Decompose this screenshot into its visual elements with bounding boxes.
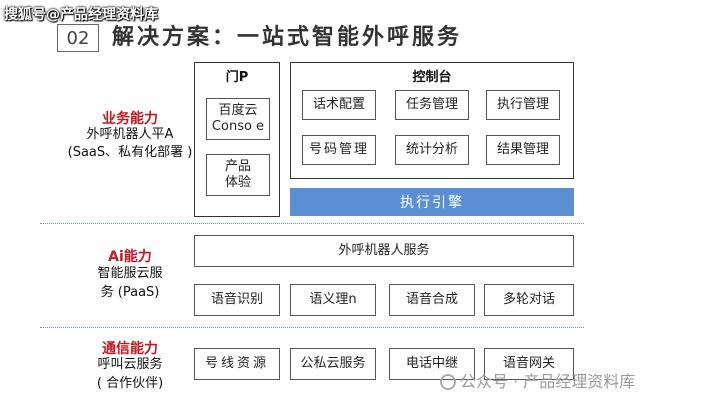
ai-item: 语义理n [290, 284, 376, 316]
telecom-line2: ( 合作伙伴) [96, 376, 164, 391]
console-item: 结果管理 [486, 135, 560, 165]
ai-item: 语音合成 [389, 284, 475, 316]
ai-title: Ai能力 [108, 249, 152, 265]
watermark-top: 搜狐号@产品经理资料库 [4, 7, 158, 23]
layer-separator [40, 327, 584, 328]
console-item: 话术配置 [302, 90, 376, 120]
portal-product-experience: 产品 体验 [206, 154, 270, 196]
console-item: 号码管理 [302, 135, 376, 165]
portal-label: 门P [225, 70, 249, 85]
console-label: 控制台 [412, 70, 452, 85]
page-title: 解决方案：一站式智能外呼服务 [112, 25, 463, 50]
business-line2: (SaaS、私有化部署 ) [67, 145, 193, 160]
telecom-title: 通信能力 [102, 341, 158, 357]
telecom-item: 电话中继 [389, 348, 475, 380]
business-line1: 外呼机器人平A [86, 127, 174, 142]
console-item: 任务管理 [395, 90, 469, 120]
ai-item: 多轮对话 [484, 284, 574, 316]
section-number: 02 [57, 24, 99, 52]
telecom-item: 语音网关 [484, 348, 574, 380]
console-item: 统计分析 [395, 135, 469, 165]
watermark-bottom-text: 公众号 · 产品经理资料库 [460, 372, 636, 391]
ai-line1: 智能服云服 [97, 266, 163, 281]
telecom-item: 号线资源 [194, 348, 280, 380]
ai-line2: 务 (PaaS) [100, 285, 160, 300]
layer-separator [40, 223, 584, 224]
outbound-robot-service: 外呼机器人服务 [194, 235, 574, 267]
telecom-line1: 呼叫云服务 [97, 357, 163, 372]
telecom-item: 公私云服务 [290, 348, 376, 380]
execution-engine: 执行引擎 [290, 188, 574, 216]
watermark-bottom: 公众号 · 产品经理资料库 [440, 368, 635, 392]
business-title: 业务能力 [102, 111, 158, 127]
ai-item: 语音识别 [194, 284, 280, 316]
console-item: 执行管理 [486, 90, 560, 120]
wechat-icon [440, 374, 456, 390]
portal-baidu-console: 百度云 Conso e [206, 98, 270, 140]
